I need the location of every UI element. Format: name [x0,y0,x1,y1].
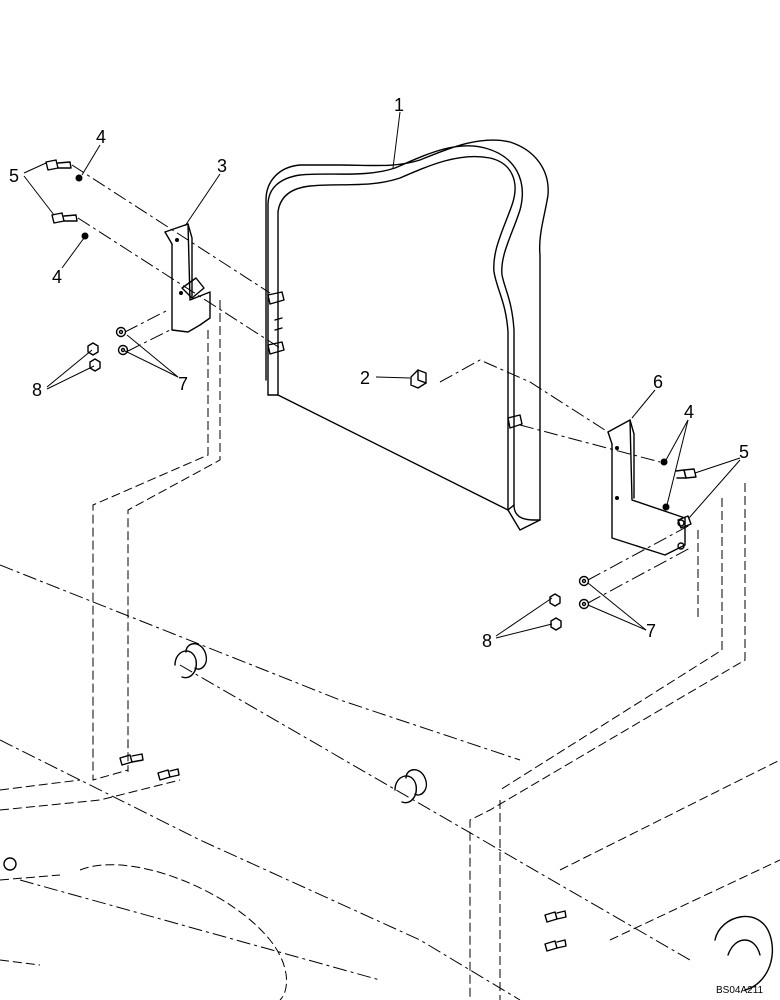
callout-7-right: 7 [646,621,656,641]
callout-3: 3 [217,156,227,176]
callout-5-left: 5 [9,166,19,186]
callout-7-left: 7 [178,374,188,394]
right-bracket [607,419,686,556]
shield-panel [265,139,549,531]
callout-1: 1 [394,95,404,115]
callout-4-upper-left: 4 [96,127,106,147]
hardware-right-7-8 [549,575,590,631]
callout-labels: 1 2 3 4 4 4 5 5 6 7 7 8 8 [9,95,749,651]
machine-frame-phantom [0,300,780,1000]
bolt-left-lower [51,212,78,224]
callout-4-lower-left: 4 [52,267,62,287]
assembly-centerlines [0,164,691,1000]
callout-2: 2 [360,368,370,388]
bolt-left-upper [45,159,72,171]
left-bracket [164,223,211,333]
bolt-right-upper [675,468,697,479]
drawing-reference: BS04A211 [716,985,764,996]
callout-5-right: 5 [739,442,749,462]
frame-details [3,643,774,991]
callout-6: 6 [653,372,663,392]
spacer-part-2 [410,369,427,389]
washers-4 [75,174,670,511]
leader-lines [23,111,741,639]
callout-4-right: 4 [684,402,694,422]
hardware-left-7-8 [87,326,129,372]
callout-8-left: 8 [32,380,42,400]
callout-8-right: 8 [482,631,492,651]
bolt-right-lower [677,515,692,529]
